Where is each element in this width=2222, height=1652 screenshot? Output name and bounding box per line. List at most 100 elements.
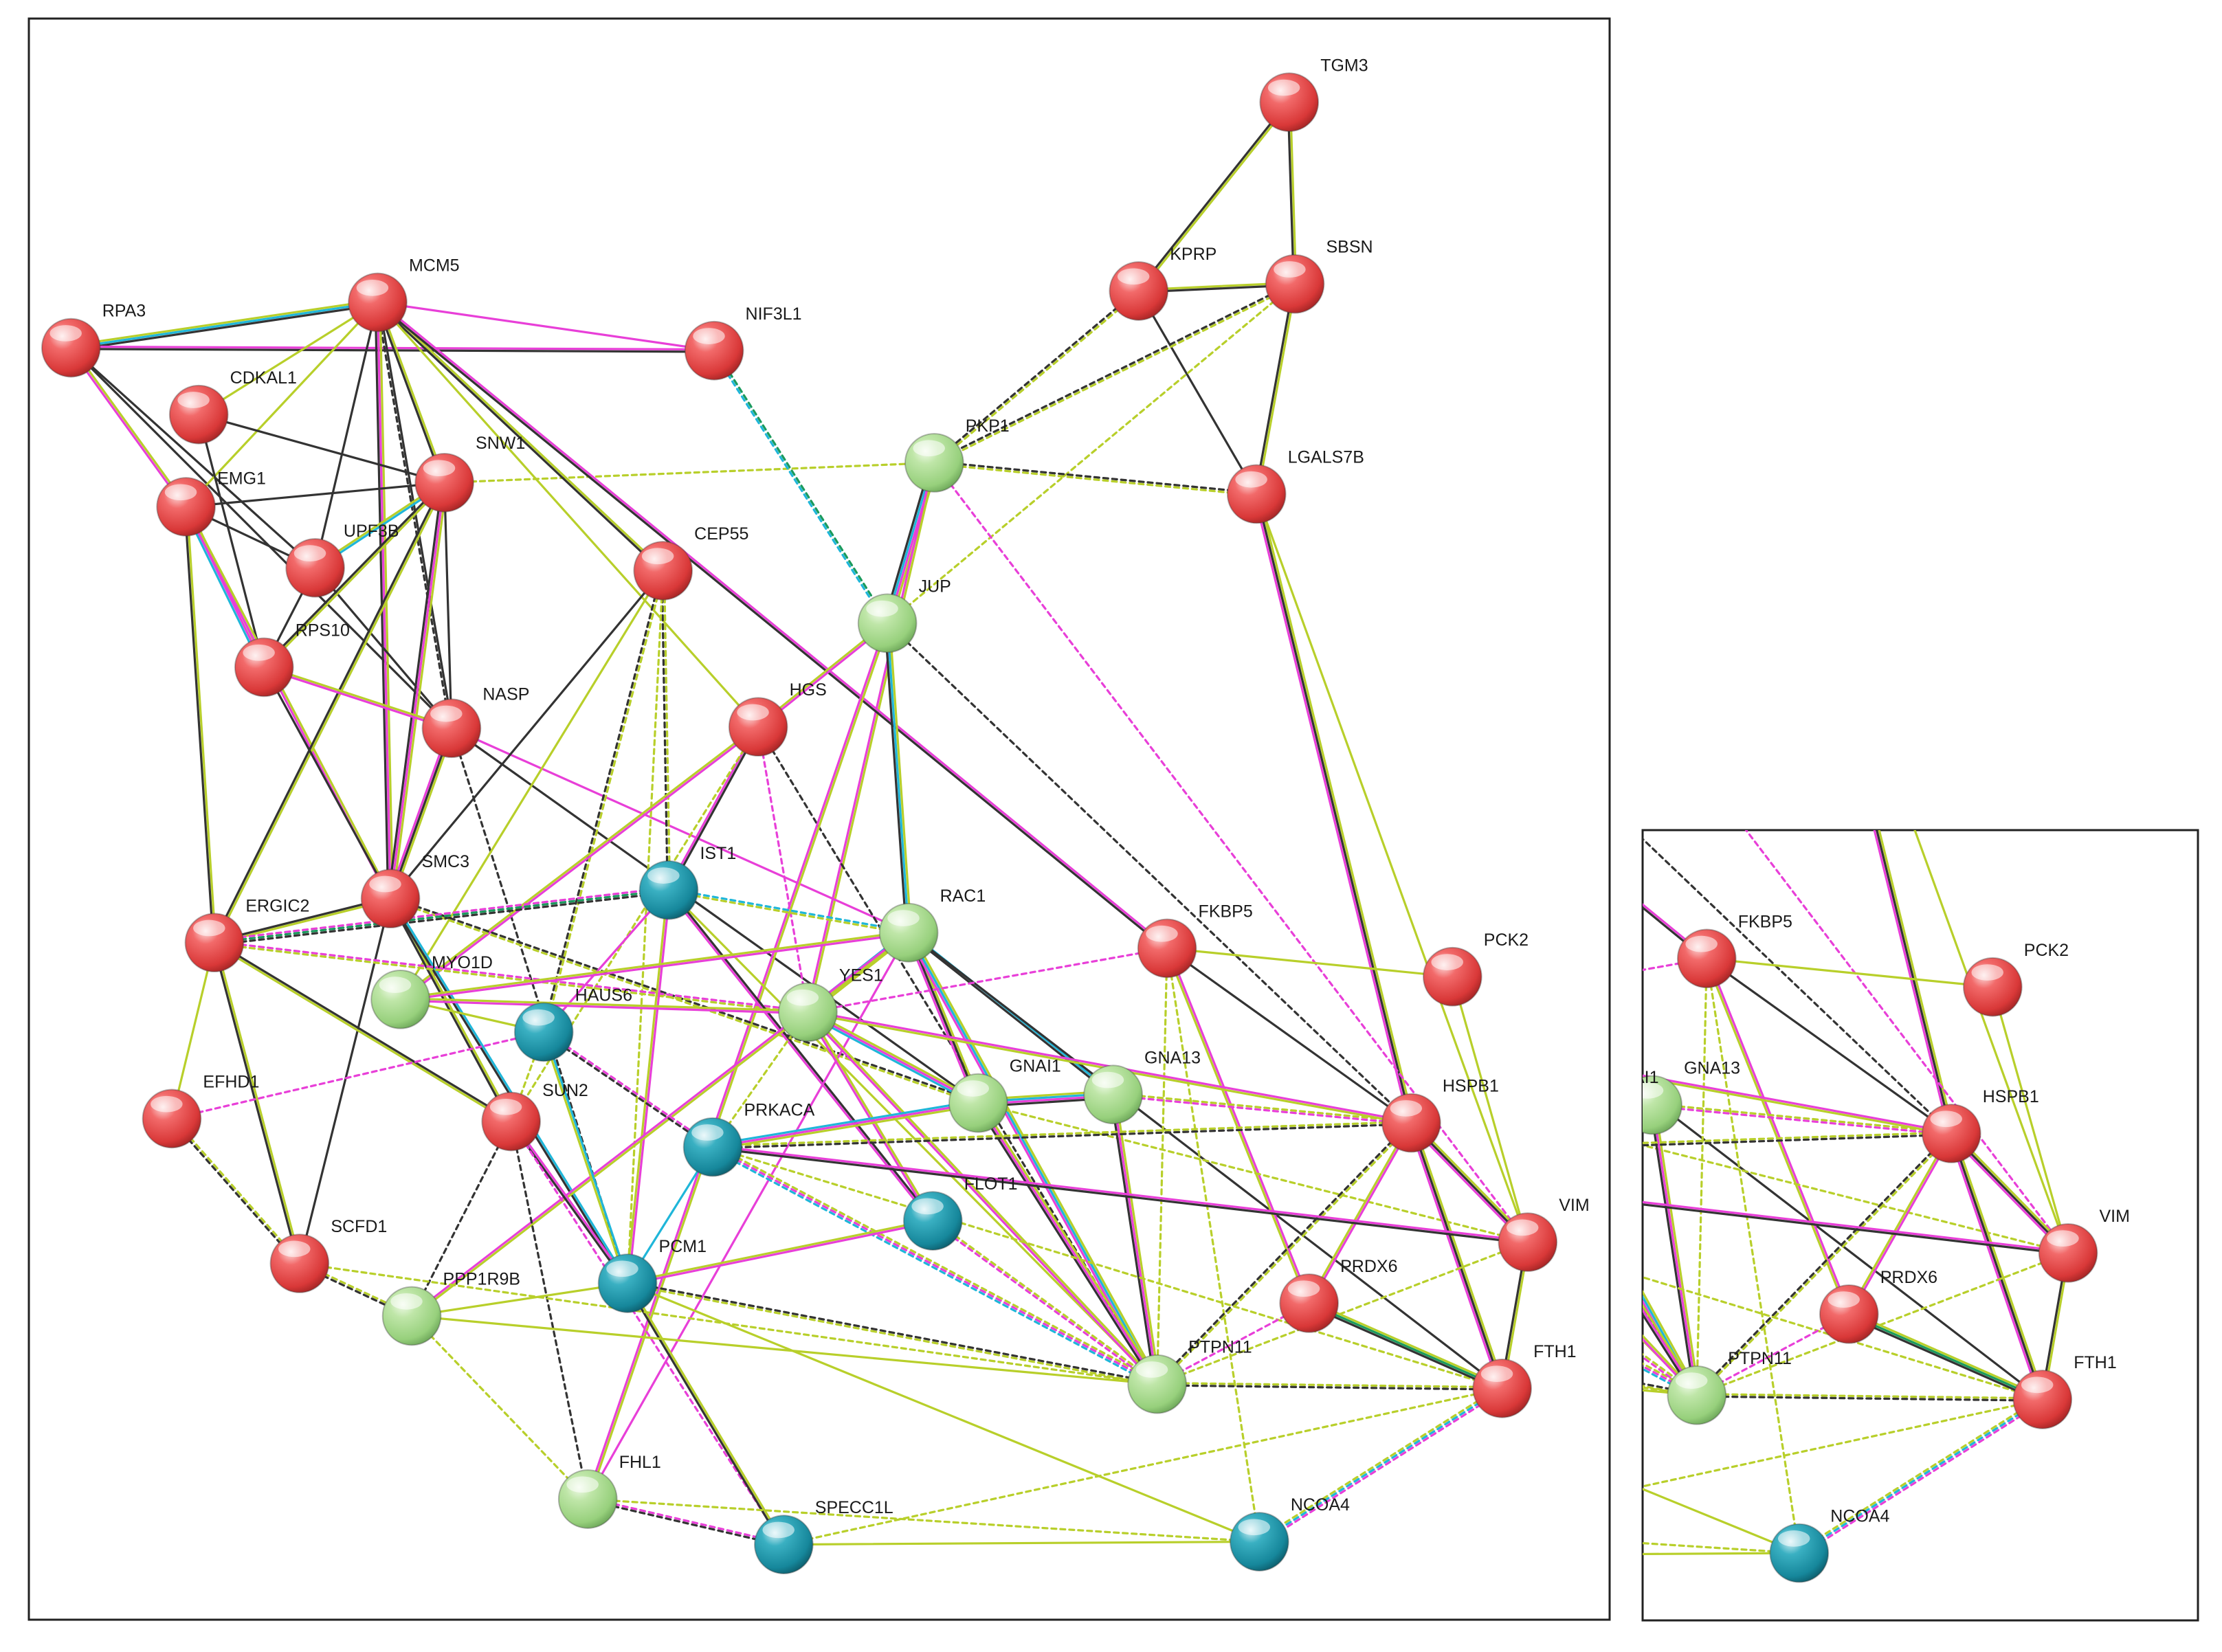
main-edge-strand-dotted-black bbox=[932, 289, 1140, 463]
main-node-scfd1[interactable]: SCFD1 bbox=[269, 1217, 388, 1293]
main-node-ncoa4[interactable]: NCOA4 bbox=[1230, 1495, 1350, 1572]
main-node-efhd1[interactable]: EFHD1 bbox=[142, 1072, 260, 1149]
main-edge-hgs-yes1 bbox=[757, 726, 810, 1014]
main-node-tgm3[interactable]: TGM3 bbox=[1259, 56, 1368, 133]
inset-edge-prdx6-fth1 bbox=[1847, 1310, 2045, 1403]
main-node-upf3b[interactable]: UPF3B bbox=[285, 522, 399, 598]
main-node-haus6[interactable]: HAUS6 bbox=[513, 985, 632, 1062]
main-edge-strand-dotted-cyan bbox=[1258, 1387, 1504, 1543]
main-edge-strand-dotted-magenta bbox=[711, 1146, 1159, 1385]
inset-edge-strand-black bbox=[1876, 830, 1953, 1135]
main-node-fth1[interactable]: FTH1 bbox=[1472, 1342, 1577, 1418]
main-node-snw1[interactable]: SNW1 bbox=[414, 434, 525, 513]
main-node-pcm1[interactable]: PCM1 bbox=[597, 1237, 707, 1313]
main-node-lgals7b[interactable]: LGALS7B bbox=[1226, 447, 1364, 524]
main-edge-strand-magenta bbox=[977, 1102, 1159, 1385]
main-node-label-hgs: HGS bbox=[790, 680, 827, 700]
inset-edge-strand-dotted-magenta bbox=[1643, 1356, 1698, 1398]
main-node-rps10[interactable]: RPS10 bbox=[234, 621, 350, 697]
main-node-highlight bbox=[737, 704, 769, 721]
inset-edge-gna13-hspb1 bbox=[1651, 1102, 1953, 1136]
main-edge-gna13-ptpn11 bbox=[1109, 1093, 1161, 1386]
main-node-rpa3[interactable]: RPA3 bbox=[41, 302, 146, 378]
main-node-sun2[interactable]: SUN2 bbox=[481, 1081, 588, 1152]
inset-edge-lgals7b-vim bbox=[1913, 830, 2069, 1254]
inset-edge-flot1-ptpn11 bbox=[1643, 1352, 1699, 1398]
main-node-ist1[interactable]: IST1 bbox=[638, 844, 737, 920]
main-node-myo1d[interactable]: MYO1D bbox=[370, 953, 493, 1029]
main-edge-strand-olive bbox=[909, 930, 1161, 1385]
main-node-highlight bbox=[164, 484, 197, 501]
inset-edge-strand-olive bbox=[1830, 111, 1836, 293]
main-edge-haus6-prkaca bbox=[542, 1029, 715, 1150]
main-node-ppp1r9b[interactable]: PPP1R9B bbox=[381, 1270, 520, 1346]
main-edge-snw1-ergic2 bbox=[212, 481, 447, 945]
main-node-label-fkbp5: FKBP5 bbox=[1199, 902, 1253, 922]
main-edge-strand-magenta bbox=[263, 667, 453, 730]
main-edge-strand-black bbox=[212, 481, 445, 944]
main-node-hspb1[interactable]: HSPB1 bbox=[1381, 1077, 1499, 1153]
main-node-kprp[interactable]: KPRP bbox=[1109, 245, 1216, 321]
inset-edge-strand-olive bbox=[1643, 1304, 1700, 1396]
main-edge-strand-dotted-black bbox=[541, 569, 663, 1034]
main-edge-strand-black bbox=[711, 1147, 1529, 1244]
main-node-nif3l1[interactable]: NIF3L1 bbox=[684, 304, 802, 381]
main-edge-snw1-smc3 bbox=[387, 481, 448, 900]
inset-edge-strand-dotted-olive bbox=[1643, 1143, 2069, 1254]
inset-node-fkbp5[interactable]: FKBP5 bbox=[1676, 912, 1792, 989]
inset-node-gna13[interactable]: GNA13 bbox=[1623, 1059, 1740, 1135]
main-edge-sun2-specc1l bbox=[510, 1120, 785, 1546]
inset-node-ptpn11[interactable]: PTPN11 bbox=[1667, 1349, 1792, 1425]
main-node-highlight bbox=[641, 548, 674, 565]
main-node-smc3[interactable]: SMC3 bbox=[360, 852, 469, 929]
main-node-specc1l[interactable]: SPECC1L bbox=[753, 1498, 893, 1574]
main-node-cep55[interactable]: CEP55 bbox=[633, 524, 748, 601]
main-node-rac1[interactable]: RAC1 bbox=[878, 886, 986, 963]
main-node-nasp[interactable]: NASP bbox=[421, 684, 530, 759]
main-node-vim[interactable]: VIM bbox=[1498, 1196, 1590, 1272]
main-node-pck2[interactable]: PCK2 bbox=[1422, 930, 1529, 1007]
main-edge-strand-dotted-magenta bbox=[213, 940, 810, 1012]
inset-edge-strand-olive bbox=[1797, 293, 1836, 503]
inset-node-hspb1[interactable]: HSPB1 bbox=[1921, 1087, 2039, 1163]
main-node-cdkal1[interactable]: CDKAL1 bbox=[168, 368, 297, 445]
main-node-pkp1[interactable]: PKP1 bbox=[904, 416, 1010, 493]
inset-edge-gnai1-ptpn11 bbox=[1643, 1304, 1700, 1398]
main-node-fhl1[interactable]: FHL1 bbox=[557, 1453, 661, 1529]
inset-edge-strand-olive bbox=[1678, 291, 1835, 298]
main-node-label-snw1: SNW1 bbox=[476, 434, 525, 453]
main-node-ptpn11[interactable]: PTPN11 bbox=[1127, 1338, 1252, 1414]
main-node-prkaca[interactable]: PRKACA bbox=[682, 1101, 815, 1177]
inset-edge-strand-magenta bbox=[1849, 1132, 1954, 1316]
main-edge-strand-black bbox=[263, 666, 392, 900]
main-node-gna13[interactable]: GNA13 bbox=[1083, 1048, 1201, 1125]
main-node-mcm5[interactable]: MCM5 bbox=[348, 256, 460, 333]
main-node-flot1[interactable]: FLOT1 bbox=[902, 1174, 1018, 1251]
main-node-label-ptpn11: PTPN11 bbox=[1188, 1338, 1252, 1357]
inset-node-ncoa4[interactable]: NCOA4 bbox=[1769, 1507, 1890, 1583]
main-node-yes1[interactable]: YES1 bbox=[778, 965, 883, 1042]
inset-node-pck2[interactable]: PCK2 bbox=[1962, 941, 2069, 1017]
main-edge-strand-olive bbox=[888, 622, 913, 934]
main-edge-ist1-haus6 bbox=[542, 889, 670, 1034]
main-edge-rac1-myo1d bbox=[399, 930, 910, 1002]
inset-node-vim[interactable]: VIM bbox=[2038, 1207, 2130, 1283]
inset-edge-ptpn11-fth1 bbox=[1696, 1393, 2044, 1402]
main-node-highlight bbox=[293, 545, 326, 562]
main-node-prdx6[interactable]: PRDX6 bbox=[1279, 1257, 1398, 1333]
main-node-sbsn[interactable]: SBSN bbox=[1265, 238, 1373, 314]
main-node-hgs[interactable]: HGS bbox=[728, 680, 827, 757]
main-edge-strand-black bbox=[1307, 1304, 1502, 1392]
main-node-fkbp5[interactable]: FKBP5 bbox=[1137, 902, 1253, 979]
inset-edge-hspb1-prdx6 bbox=[1847, 1131, 1954, 1316]
main-node-label-upf3b: UPF3B bbox=[344, 522, 399, 541]
main-edge-snw1-nasp bbox=[443, 481, 453, 730]
main-node-ergic2[interactable]: ERGIC2 bbox=[184, 896, 310, 973]
inset-node-prdx6[interactable]: PRDX6 bbox=[1819, 1268, 1937, 1344]
inset-node-fth1[interactable]: FTH1 bbox=[2012, 1353, 2117, 1429]
inset-edge-strand-black bbox=[1678, 110, 1828, 299]
main-node-gnai1[interactable]: GNAI1 bbox=[948, 1057, 1061, 1133]
main-node-jup[interactable]: JUP bbox=[857, 577, 951, 654]
main-edge-strand-black bbox=[262, 480, 445, 668]
main-node-emg1[interactable]: EMG1 bbox=[156, 469, 266, 537]
